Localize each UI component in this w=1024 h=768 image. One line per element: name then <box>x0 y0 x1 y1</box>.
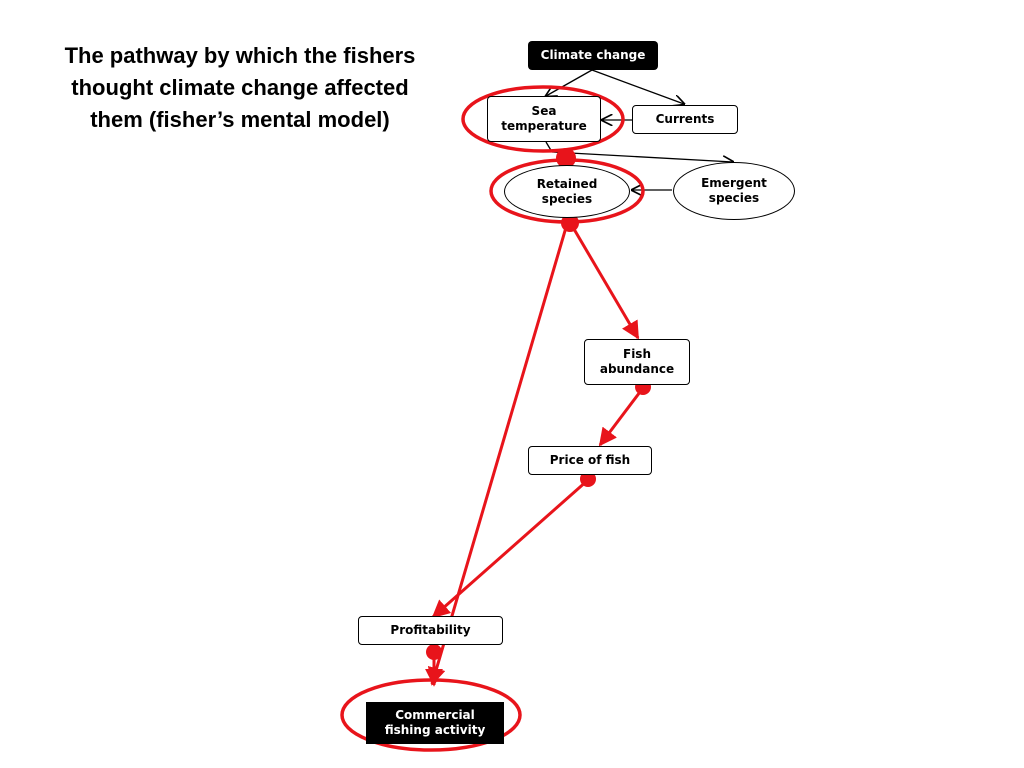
red-arrow-retained-to-fish-abundance <box>569 223 640 340</box>
red-arrow-price-to-profitability <box>431 478 589 619</box>
title-line-3: them (fisher’s mental model) <box>90 107 390 132</box>
node-profitability-label: Profitability <box>390 623 471 637</box>
node-price-of-fish: Price of fish <box>528 446 652 475</box>
red-dot-price-of-fish <box>580 471 596 487</box>
node-fish-abundance-line-1: Fish <box>623 347 651 361</box>
red-dot-sea-temperature <box>556 148 576 168</box>
node-retained-species-line-1: Retained <box>536 176 598 191</box>
red-dot-retained-species <box>561 214 579 232</box>
node-climate-change-label: Climate change <box>540 48 646 62</box>
node-fish-abundance: Fish abundance <box>584 339 690 385</box>
highlight-sea-temperature <box>461 85 625 153</box>
node-commercial-fishing-activity: Commercial fishing activity <box>366 702 504 744</box>
node-retained-species-line-2: species <box>541 191 593 206</box>
arrow-climate-to-currents <box>591 69 684 104</box>
node-sea-temperature-line-1: Sea <box>531 104 557 118</box>
title-line-2: thought climate change affected <box>71 75 409 100</box>
node-currents: Currents <box>632 105 738 134</box>
node-sea-temperature: Sea temperature <box>487 96 601 142</box>
node-fish-abundance-line-2: abundance <box>599 362 675 376</box>
title-line-1: The pathway by which the fishers <box>64 43 416 68</box>
node-profitability: Profitability <box>358 616 503 645</box>
node-climate-change: Climate change <box>528 41 658 70</box>
node-currents-label: Currents <box>655 112 715 126</box>
node-emergent-species: Emergent species <box>673 162 795 220</box>
node-emergent-species-line-1: Emergent <box>701 176 767 190</box>
red-arrow-fish-abundance-to-price <box>598 387 645 447</box>
node-commercial-fishing-line-1: Commercial <box>395 708 475 722</box>
red-arrow-retained-to-commercial-fishing <box>427 223 569 686</box>
node-sea-temperature-line-2: temperature <box>501 119 587 133</box>
node-commercial-fishing-line-2: fishing activity <box>384 723 486 737</box>
node-emergent-species-line-2: species <box>708 191 760 205</box>
node-retained-species: Retained species <box>504 165 630 218</box>
arrow-sea-temperature-to-emergent-b <box>551 151 733 162</box>
red-dot-profitability <box>426 644 442 660</box>
node-price-of-fish-label: Price of fish <box>549 453 631 467</box>
slide-title: The pathway by which the fishers thought… <box>40 40 440 136</box>
arrow-climate-to-sea-temperature <box>546 69 593 96</box>
